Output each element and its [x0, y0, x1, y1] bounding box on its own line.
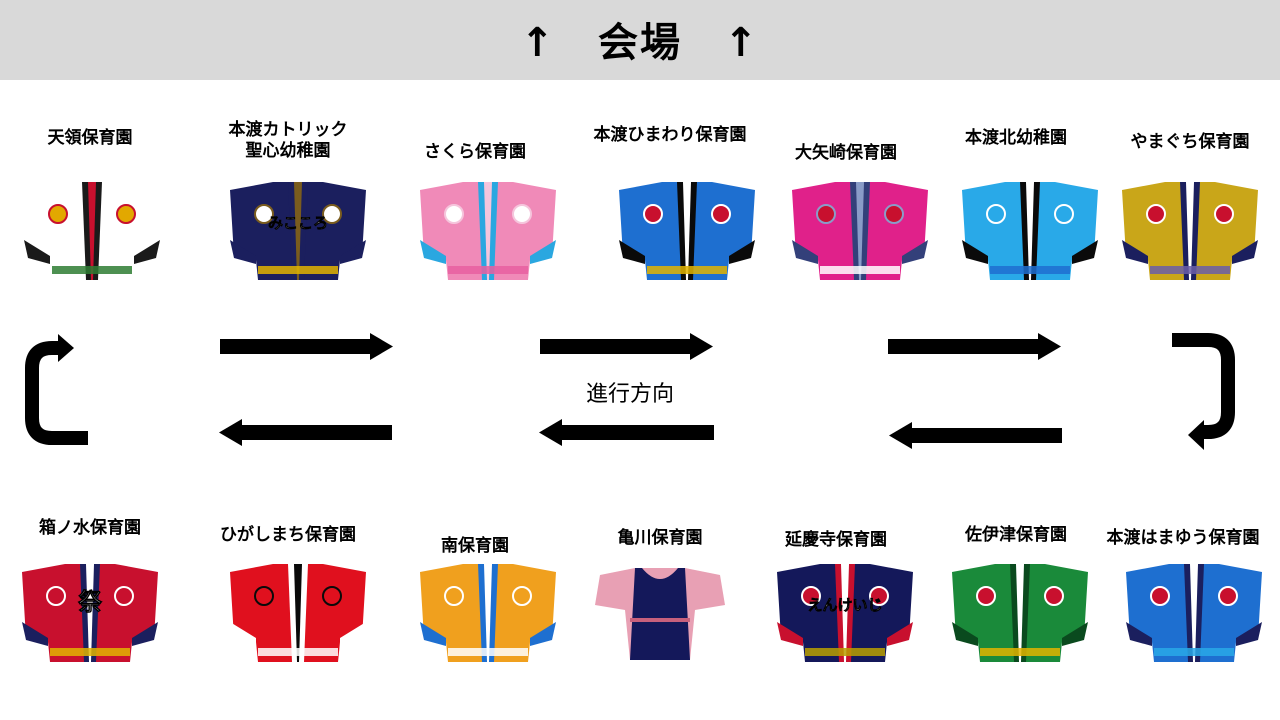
left-arrow-icon: [219, 419, 392, 446]
kindergarten-label: 本渡ひまわり保育園: [593, 125, 747, 145]
happi-coat-icon: えんけいじ: [775, 560, 915, 670]
kindergarten-label: 亀川保育園: [617, 528, 703, 548]
kindergarten-label: さくら保育園: [424, 142, 526, 162]
happi-coat-icon: [1124, 560, 1264, 670]
happi-coat-icon: [950, 560, 1090, 670]
left-arrow-icon: [889, 422, 1062, 449]
happi-coat-icon: [418, 178, 558, 288]
happi-coat-icon: [790, 178, 930, 288]
kindergarten-label: 大矢崎保育園: [795, 143, 897, 163]
kindergarten-label: 佐伊津保育園: [965, 525, 1067, 545]
apron-icon: [590, 560, 730, 670]
right-arrow-icon: [220, 333, 393, 360]
direction-label: 進行方向: [585, 382, 674, 407]
kindergarten-label: ひがしまち保育園: [220, 525, 356, 545]
venue-title: ↑ 会場 ↑: [520, 20, 760, 66]
left-arrow-icon: [539, 419, 714, 446]
kindergarten-label: 南保育園: [441, 536, 509, 556]
happi-coat-icon: みこころ: [228, 178, 368, 288]
happi-coat-icon: [228, 560, 368, 670]
happi-coat-icon: [1120, 178, 1260, 288]
u-turn-up-arrow-icon: [25, 334, 88, 445]
venue-header: ↑ 会場 ↑: [0, 0, 1280, 80]
coat-text: えんけいじ: [807, 596, 882, 614]
u-turn-down-arrow-icon: [1172, 333, 1235, 450]
happi-coat-icon: [617, 178, 757, 288]
kindergarten-label: やまぐち保育園: [1130, 132, 1250, 152]
kindergarten-label: 本渡北幼稚園: [965, 128, 1067, 148]
kindergarten-label: 箱ノ水保育園: [39, 518, 141, 538]
happi-coat-icon: 祭: [20, 560, 160, 670]
kindergarten-label: 延慶寺保育園: [785, 530, 887, 550]
coat-text: みこころ: [268, 214, 328, 232]
right-arrow-icon: [540, 333, 713, 360]
coat-text: 祭: [78, 588, 103, 616]
kindergarten-label: 天領保育園: [47, 128, 133, 148]
happi-coat-icon: [418, 560, 558, 670]
happi-coat-icon: [22, 178, 162, 288]
kindergarten-label: 本渡はまゆう保育園: [1106, 528, 1260, 548]
happi-coat-icon: [960, 178, 1100, 288]
right-arrow-icon: [888, 333, 1061, 360]
kindergarten-label: 本渡カトリック 聖心幼稚園: [228, 120, 348, 161]
